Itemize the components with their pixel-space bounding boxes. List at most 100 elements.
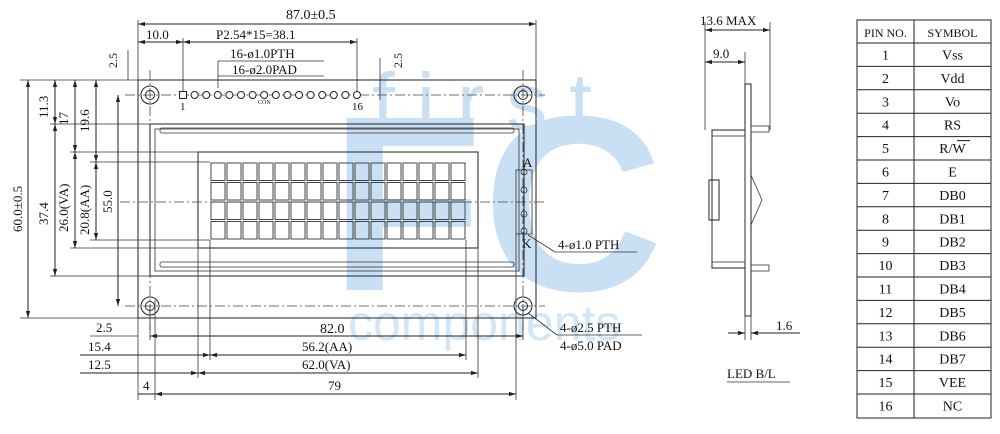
mount-hole-leader [527,312,558,336]
mount-hole-top-left [140,85,160,105]
connector-pin [213,91,222,99]
backlight-hole-3 [520,210,528,218]
bezel-outer [149,123,525,277]
connector-pin [329,91,338,99]
connector-pin [202,91,211,99]
character-cell [306,162,322,181]
dim-pitch-label: P2.54*15=38.1 [216,27,296,42]
top-margin-left-label: 2.5 [106,53,120,68]
pin-number: 12 [879,306,893,321]
backlight-pth-leader [527,234,556,253]
backlight-hole-4 [520,227,528,235]
pin-table-header-symbol: SYMBOL [927,26,977,40]
dim-max-thickness-label: 13.6 MAX [700,13,757,28]
side-view-caption: LED B/L [727,366,776,381]
pin-symbol: R/W [939,142,966,157]
watermark-letters: FC [330,64,663,343]
pcb-outline [137,79,537,319]
pin-number: 14 [879,353,893,368]
connector-pin [190,91,199,99]
connector-pin [237,91,245,99]
character-cell [210,182,226,201]
dim-overall-height-label: 60.0±0.5 [10,186,25,232]
character-cell [354,162,370,181]
character-cell [370,201,386,220]
pin-table-header-pin: PIN NO. [864,26,907,40]
character-cell [434,201,450,220]
character-cell [402,182,418,201]
character-cell [226,201,242,220]
dim-pcb-thickness-label: 1.6 [776,318,793,333]
backlight-hole-2 [520,186,528,194]
connector-pin [260,91,269,99]
watermark: first FC components [330,57,663,351]
character-cell [306,201,322,220]
character-cell [242,182,258,201]
side-pin-bottom [750,264,770,272]
character-cell [322,162,338,181]
pin-number: 6 [882,166,889,181]
dim-aa-height-label: 20.8(AA) [77,185,92,235]
character-cell [450,201,466,220]
pin-number: 11 [879,283,892,298]
pin-symbol: DB6 [939,329,965,344]
dim-led-offset-label: 4 [143,378,150,393]
dim-hole-spacing-label: 82.0 [320,322,345,337]
dim-va-374-label: 37.4 [36,202,51,225]
character-cell [402,201,418,220]
character-cell [210,201,226,220]
character-cell [370,221,386,240]
character-cell [354,221,370,240]
character-cell [338,221,354,240]
character-cell [450,162,466,181]
character-cell [322,221,338,240]
pin-number: 4 [882,119,889,134]
character-cell [418,162,434,181]
character-cell [338,201,354,220]
connector-pin [179,91,187,99]
character-cell [226,162,242,181]
pin-symbol: DB1 [939,212,965,227]
pin-symbol: E [948,166,957,181]
pin-table-border [856,19,992,419]
pin-symbol: DB2 [939,236,965,251]
pin-symbol: DB3 [939,259,965,274]
character-cell [258,182,274,201]
anode-label: A [523,155,533,170]
character-cell [386,221,402,240]
top-margin-right-label: 2.5 [391,53,405,68]
character-cell [274,162,290,181]
character-cell [370,182,386,201]
character-cell [338,162,354,181]
side-display-body [711,129,746,269]
mount-hole-top-right [513,85,533,105]
bezel-top-strip [159,127,515,134]
connector-pin [248,91,257,99]
character-cell [290,221,306,240]
connector-pin [353,91,361,99]
character-cell [226,221,242,240]
character-cell [402,162,418,181]
character-cell [370,162,386,181]
side-view: 13.6 MAX 9.0 1.6 LED B/L [700,13,800,383]
dim-bezel-height-label: 55.0 [100,190,115,213]
character-cell [322,182,338,201]
connector-pin [225,91,234,99]
character-cell [418,182,434,201]
character-cell [274,201,290,220]
character-cell [258,221,274,240]
side-component-line-1 [750,174,763,201]
character-cell [418,221,434,240]
side-pcb [744,83,752,317]
character-cell [402,221,418,240]
